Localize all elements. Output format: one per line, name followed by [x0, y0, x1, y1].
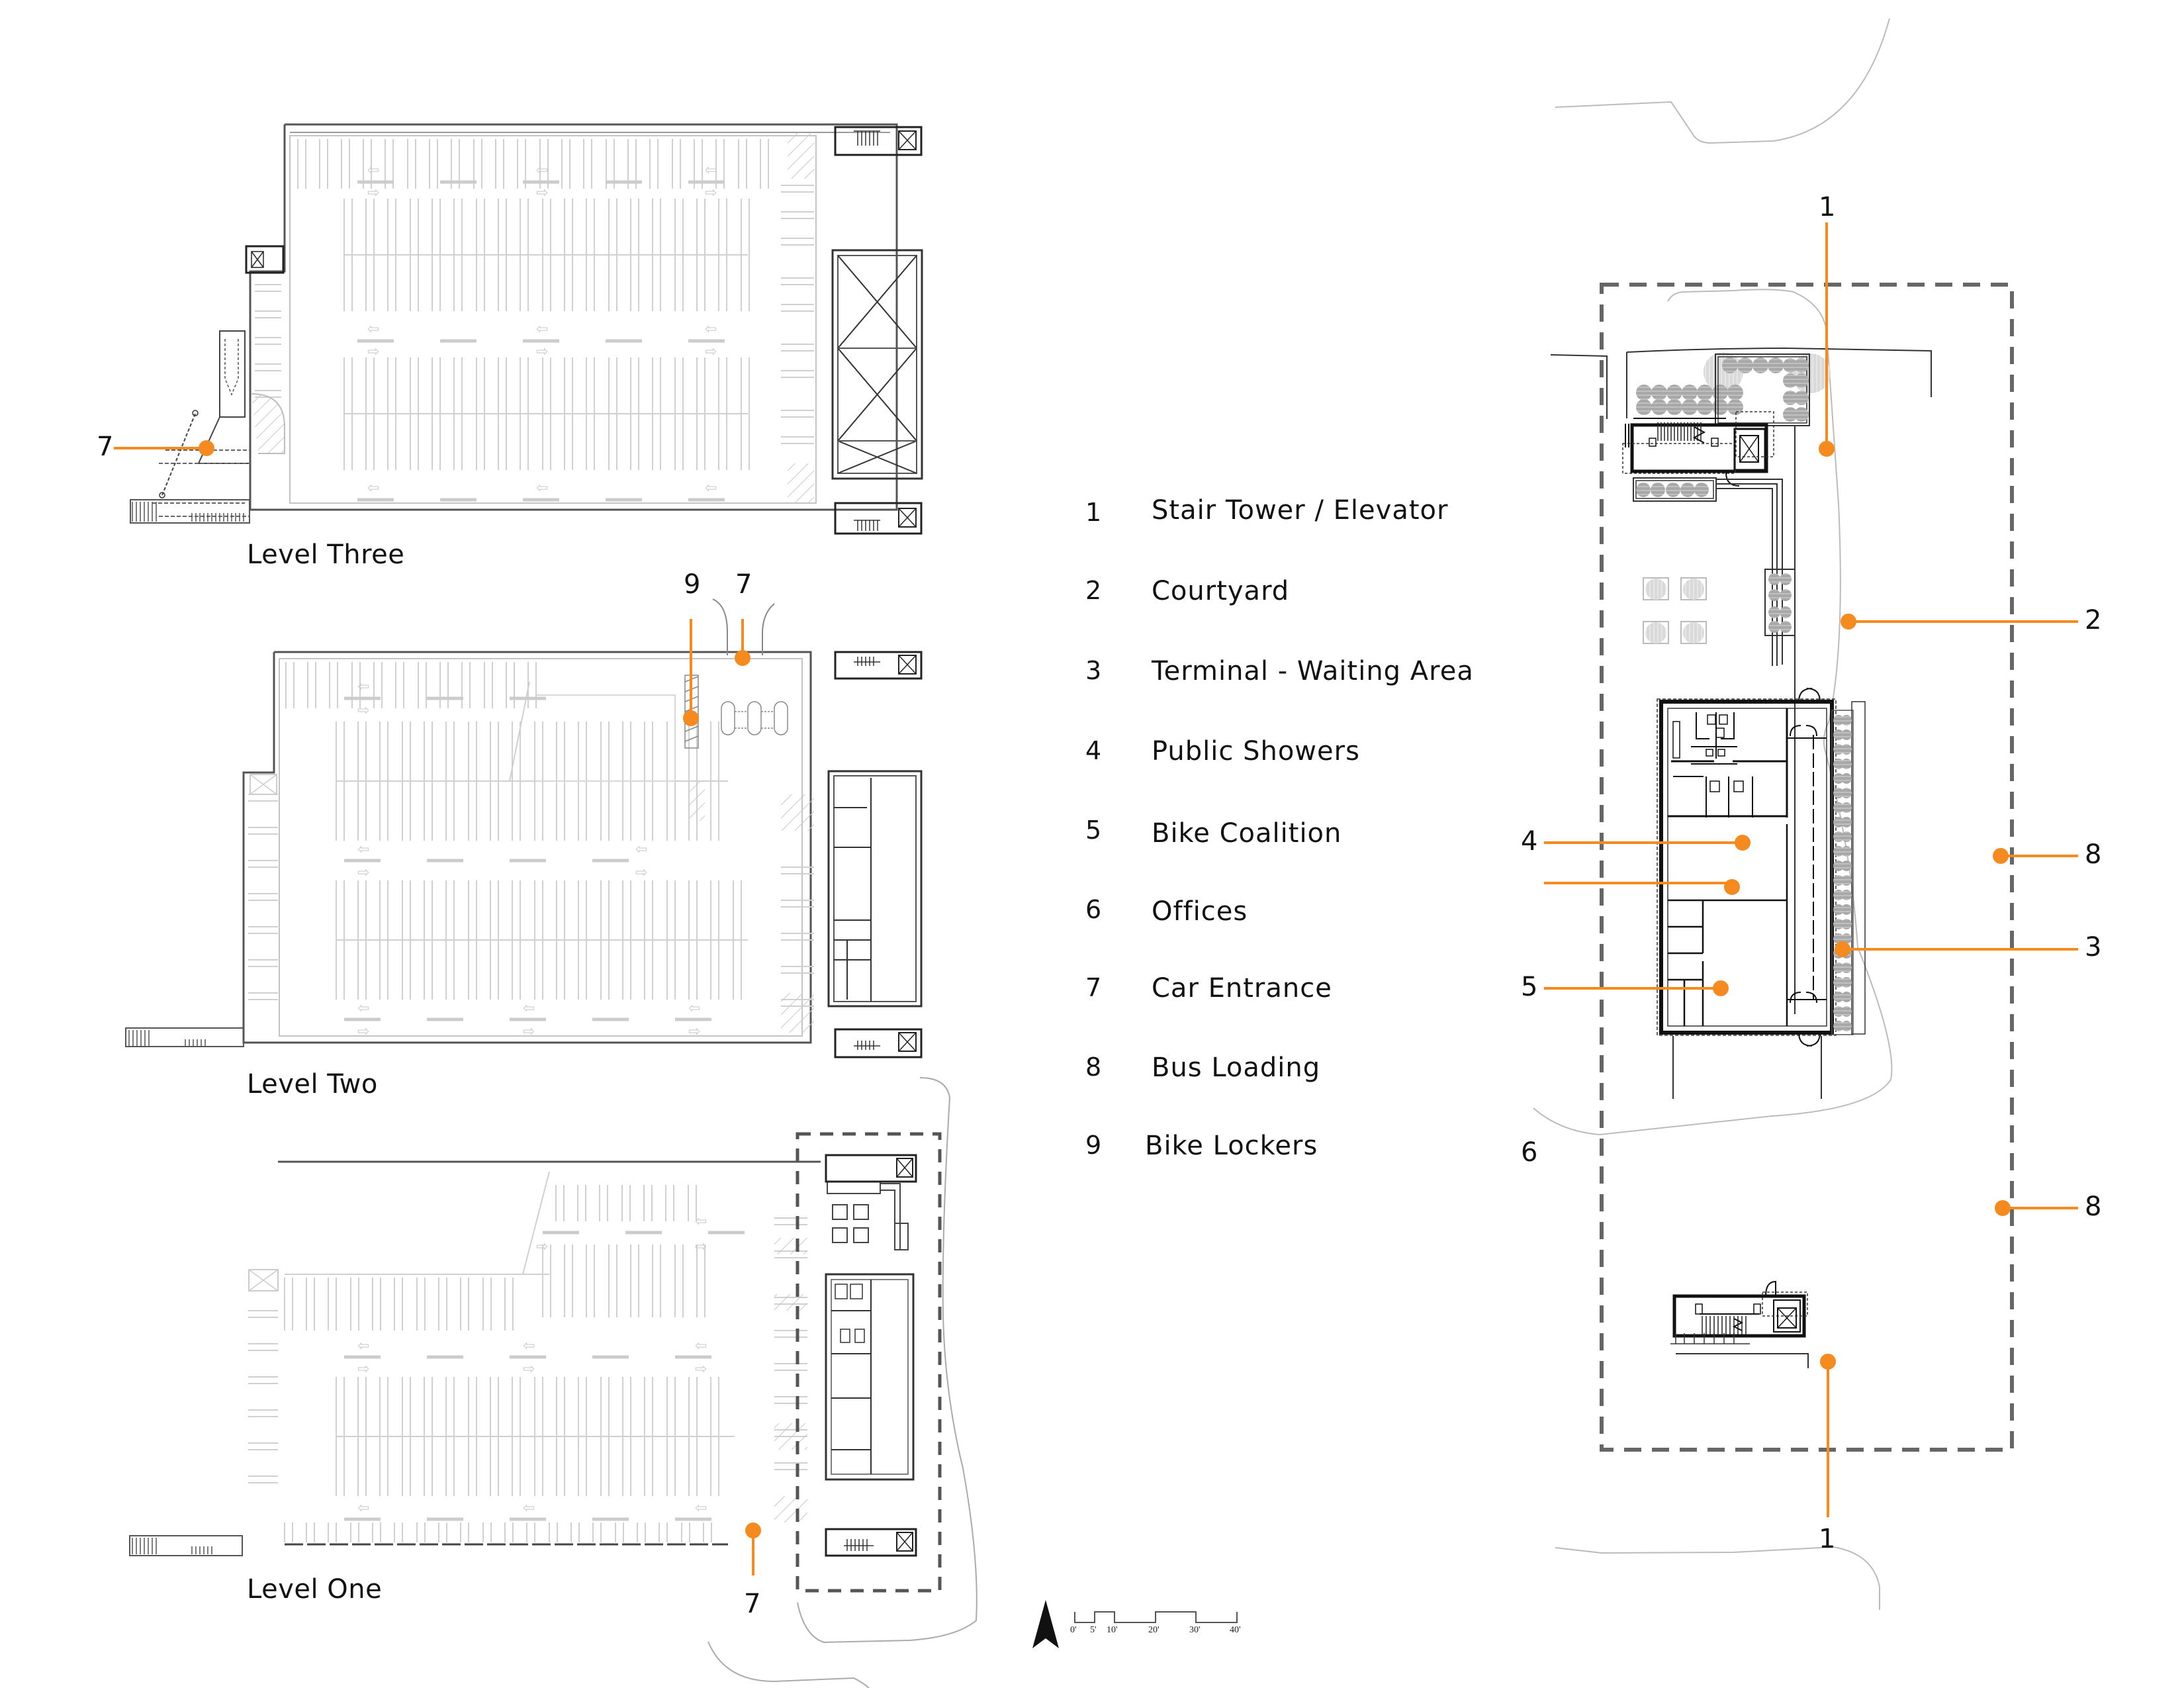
north-arrow-icon [1032, 1600, 1059, 1648]
svg-text:⇦: ⇦ [705, 480, 717, 496]
stair-tower-top [834, 651, 923, 680]
svg-text:⇦: ⇦ [523, 1338, 535, 1354]
level-three-callout-7: 7 [97, 432, 114, 462]
svg-text:⇦: ⇦ [536, 162, 548, 179]
svg-text:⇨: ⇨ [705, 344, 717, 360]
site-callout-4: 4 [1521, 826, 1538, 857]
svg-text:⇦: ⇦ [357, 1500, 369, 1517]
svg-text:⇦: ⇦ [357, 841, 369, 858]
site-callout-5: 5 [1521, 972, 1538, 1002]
svg-text:⇦: ⇦ [357, 1000, 369, 1017]
site-callout-3: 3 [2085, 932, 2102, 962]
level-one-title: Level One [247, 1574, 383, 1605]
level-three-title: Level Three [247, 539, 405, 570]
site-callout-8b: 8 [2085, 1192, 2102, 1222]
svg-text:⇦: ⇦ [695, 1213, 707, 1230]
svg-text:⇨: ⇨ [523, 1023, 535, 1040]
site-callout-1-top: 1 [1819, 192, 1836, 222]
svg-text:⇦: ⇦ [523, 1500, 535, 1517]
scale-tick: 5' [1090, 1625, 1097, 1635]
scale-tick: 20' [1148, 1625, 1160, 1635]
scale-bar [1074, 1611, 1238, 1623]
scale-tick: 40' [1230, 1625, 1241, 1635]
site-callout-8a: 8 [2085, 839, 2102, 870]
level-two-callout-9: 9 [684, 569, 701, 600]
level-two-title: Level Two [247, 1069, 378, 1100]
svg-text:⇦: ⇦ [536, 321, 548, 338]
svg-text:⇦: ⇦ [367, 162, 379, 179]
svg-text:⇨: ⇨ [523, 1361, 535, 1378]
level-three-plan: ⇦ ⇦ ⇦ ⇨ ⇨ ⇨ ⇦ ⇦ ⇦ ⇨ ⇨ ⇨ ⇦ ⇦ ⇦ [114, 123, 923, 535]
site-callouts [1544, 222, 2078, 1517]
svg-text:⇨: ⇨ [357, 1023, 369, 1040]
svg-text:⇦: ⇦ [705, 162, 717, 179]
level-one-plan: ⇦ ⇨ ⇨ ⇦ ⇦ ⇦ ⇨ ⇨ ⇨ ⇦ ⇦ ⇦ [129, 1077, 978, 1688]
svg-text:⇦: ⇦ [523, 1000, 535, 1017]
site-callout-1-bottom: 1 [1819, 1524, 1836, 1554]
level-two-callout-7: 7 [735, 569, 752, 600]
svg-text:⇨: ⇨ [357, 1361, 369, 1378]
stair-tower-bottom [834, 502, 923, 535]
svg-text:⇦: ⇦ [635, 841, 647, 858]
svg-text:⇦: ⇦ [695, 1338, 707, 1354]
svg-text:⇨: ⇨ [367, 185, 379, 201]
svg-text:⇦: ⇦ [536, 480, 548, 496]
terminal-building [1657, 688, 1837, 1047]
svg-text:⇦: ⇦ [695, 1500, 707, 1517]
level-two-plan: ⇦ ⇨ ⇦ ⇨ ⇦ ⇨ ⇦ ⇨ ⇦ ⇨ ⇦ ⇨ [125, 598, 923, 1058]
svg-text:⇨: ⇨ [536, 1239, 548, 1255]
svg-text:⇨: ⇨ [367, 344, 379, 360]
stair-tower-bottom [825, 1528, 917, 1557]
scale-tick: 0' [1070, 1625, 1077, 1635]
level-one-callout-7: 7 [744, 1589, 761, 1619]
scale-tick: 30' [1189, 1625, 1201, 1635]
stair-tower-top [825, 1154, 917, 1183]
stair-tower-bottom [1670, 1280, 1809, 1368]
stair-tower-bottom [834, 1028, 923, 1058]
svg-text:⇦: ⇦ [367, 480, 379, 496]
svg-text:⇨: ⇨ [705, 185, 717, 201]
svg-text:⇦: ⇦ [357, 679, 369, 695]
site-plan [1533, 18, 2078, 1610]
stair-tower-top [834, 126, 923, 156]
svg-text:⇨: ⇨ [635, 865, 647, 881]
site-callout-2: 2 [2085, 605, 2102, 635]
svg-text:⇦: ⇦ [705, 321, 717, 338]
svg-text:⇦: ⇦ [367, 321, 379, 338]
svg-text:⇦: ⇦ [357, 1338, 369, 1354]
courtyard-planters [1643, 577, 1707, 644]
svg-text:⇨: ⇨ [536, 185, 548, 201]
svg-text:⇨: ⇨ [688, 1023, 700, 1040]
svg-text:⇨: ⇨ [695, 1239, 707, 1255]
svg-text:⇨: ⇨ [536, 344, 548, 360]
stair-tower-top [1625, 411, 1774, 487]
svg-text:⇦: ⇦ [688, 1000, 700, 1017]
site-callout-6: 6 [1521, 1137, 1538, 1168]
svg-text:⇨: ⇨ [695, 1361, 707, 1378]
scale-tick: 10' [1107, 1625, 1118, 1635]
svg-text:⇨: ⇨ [357, 702, 369, 719]
svg-text:⇨: ⇨ [357, 865, 369, 881]
